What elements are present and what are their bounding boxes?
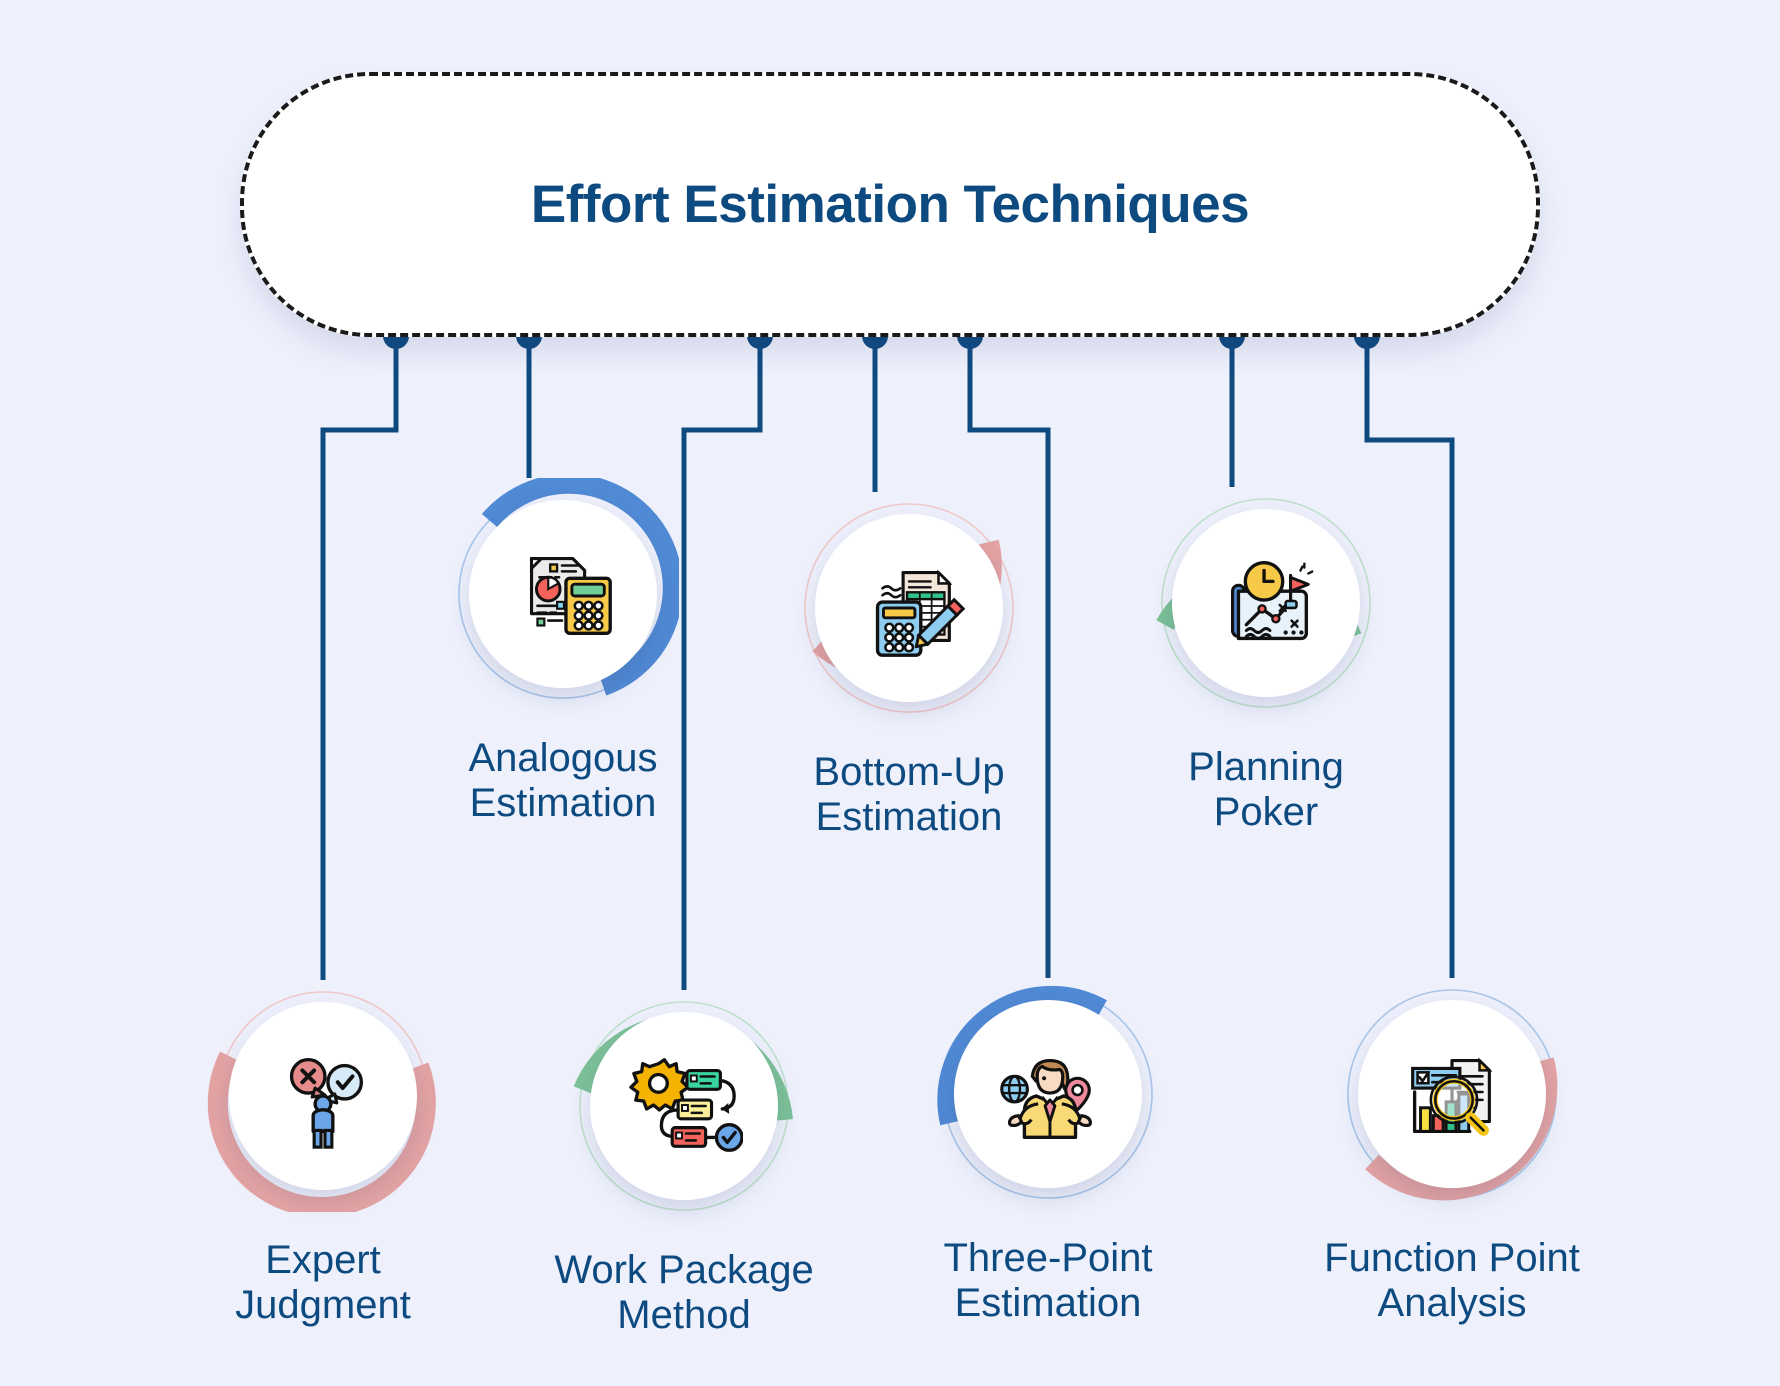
barchart-magnifier-doc-icon [1411, 1057, 1493, 1136]
node-expert-judgment[interactable]: Expert Judgment [173, 980, 473, 1328]
node-three-point-estimation[interactable]: Three-Point Estimation [898, 978, 1198, 1326]
ring-function-point-analysis [1336, 978, 1568, 1210]
ring-bottom-up-estimation [793, 492, 1025, 724]
node-bottom-up-estimation[interactable]: Bottom-Up Estimation [759, 492, 1059, 840]
node-label-bottom-up-estimation: Bottom-Up Estimation [813, 750, 1005, 840]
node-label-expert-judgment: Expert Judgment [235, 1238, 411, 1328]
page-title: Effort Estimation Techniques [530, 175, 1250, 234]
node-function-point-analysis[interactable]: Function Point Analysis [1302, 978, 1602, 1326]
connector-function-point-analysis [1364, 336, 1455, 978]
node-label-planning-poker: Planning Poker [1188, 745, 1344, 835]
node-work-package-method[interactable]: Work Package Method [534, 990, 834, 1338]
node-analogous-estimation[interactable]: Analogous Estimation [413, 478, 713, 826]
ring-planning-poker [1150, 487, 1382, 719]
person-opinion-bubbles-icon [289, 1057, 364, 1149]
connector-work-package-method [681, 336, 763, 990]
diagram-title-card: Effort Estimation Techniques [240, 72, 1540, 337]
report-calculator-icon [529, 557, 612, 636]
ring-three-point-estimation [932, 978, 1164, 1210]
ring-work-package-method [568, 990, 800, 1222]
ring-analogous-estimation [447, 478, 679, 710]
roadmap-clock-flag-icon [1230, 561, 1314, 641]
ring-arc-expert-judgment [207, 991, 436, 1212]
node-label-three-point-estimation: Three-Point Estimation [943, 1236, 1153, 1326]
calculator-spreadsheet-pencil-icon [875, 569, 966, 657]
gear-workflow-icon [629, 1058, 743, 1152]
ring-arc-three-point [937, 985, 1153, 1199]
node-label-work-package-method: Work Package Method [554, 1248, 814, 1338]
connector-expert-judgment [320, 336, 399, 980]
ring-expert-judgment [207, 980, 439, 1212]
person-globe-pin-icon [1000, 1058, 1093, 1139]
connector-three-point-estimation [967, 336, 1051, 978]
node-label-function-point-analysis: Function Point Analysis [1324, 1236, 1580, 1326]
node-label-analogous-estimation: Analogous Estimation [468, 736, 658, 826]
ring-arc-analogous [458, 478, 679, 699]
node-planning-poker[interactable]: Planning Poker [1116, 487, 1416, 835]
